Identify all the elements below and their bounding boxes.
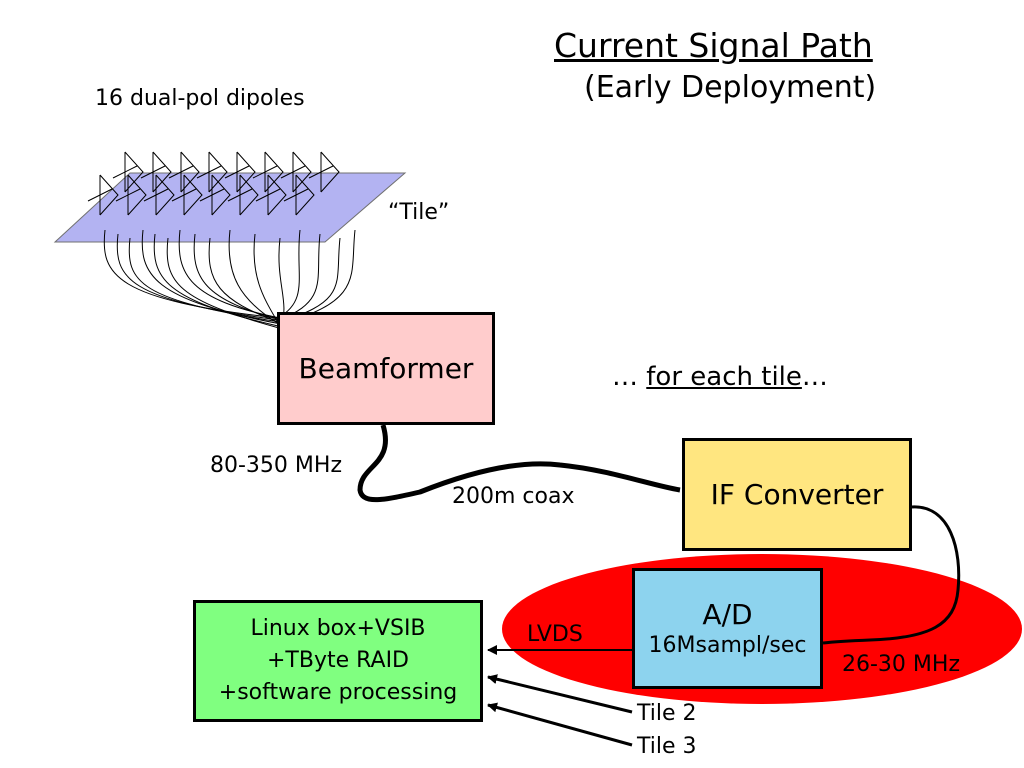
tile-3-arrow [487,702,633,747]
linux-box-line-3: +software processing [218,680,458,705]
tile-plane [53,172,407,243]
dipole-element [280,151,312,193]
input-frequency-label: 80-350 MHz [210,453,342,478]
feed-wire [228,229,280,325]
for-each-tile-suffix: … [801,362,828,392]
dipole-element [87,174,119,216]
dipole-array [87,151,340,216]
dipole-element [168,151,200,193]
feed-wire [153,233,279,327]
if-converter-box: IF Converter [682,438,912,551]
coax-label: 200m coax [452,484,575,509]
beamformer-label: Beamformer [298,352,474,385]
feed-wire [166,237,280,329]
tile-3-label: Tile 3 [637,734,697,759]
linux-box-line-1: Linux box+VSIB [250,616,426,641]
coax-cable [357,424,681,503]
output-frequency-label: 26-30 MHz [842,652,960,677]
linux-box: Linux box+VSIB +TByte RAID +software pro… [193,600,483,722]
page-subtitle: (Early Deployment) [584,70,877,105]
feed-wire [277,229,301,319]
dipole-element [252,151,284,193]
ad-label: A/D [702,597,753,631]
lvds-label: LVDS [527,622,583,647]
if-to-ad-cable [822,505,961,645]
for-each-tile-prefix: … [612,362,647,392]
beamformer-box: Beamformer [277,312,495,425]
for-each-tile-underlined: for each tile [646,362,802,392]
if-converter-label: IF Converter [710,478,884,511]
feed-wire [141,229,282,325]
dipole-element [112,151,144,193]
tile-2-arrow [487,674,633,714]
dipole-element [224,151,256,193]
tile-2-label: Tile 2 [637,701,697,726]
ad-converter-box: A/D 16Msampl/sec [632,568,823,689]
feed-wire [116,233,280,321]
dipole-element [140,151,172,193]
linux-box-line-2: +TByte RAID [266,648,409,673]
feed-wire [208,237,279,323]
page-title-text: Current Signal Path [554,26,873,65]
page-title: Current Signal Path [554,26,873,65]
tile-label: “Tile” [388,200,450,225]
feed-wire [253,233,281,327]
dipoles-label: 16 dual-pol dipoles [95,86,305,111]
for-each-tile-label: … for each tile… [612,362,828,392]
ad-rate-label: 16Msampl/sec [648,632,807,658]
dipole-element [196,151,228,193]
dipole-element [308,151,340,193]
